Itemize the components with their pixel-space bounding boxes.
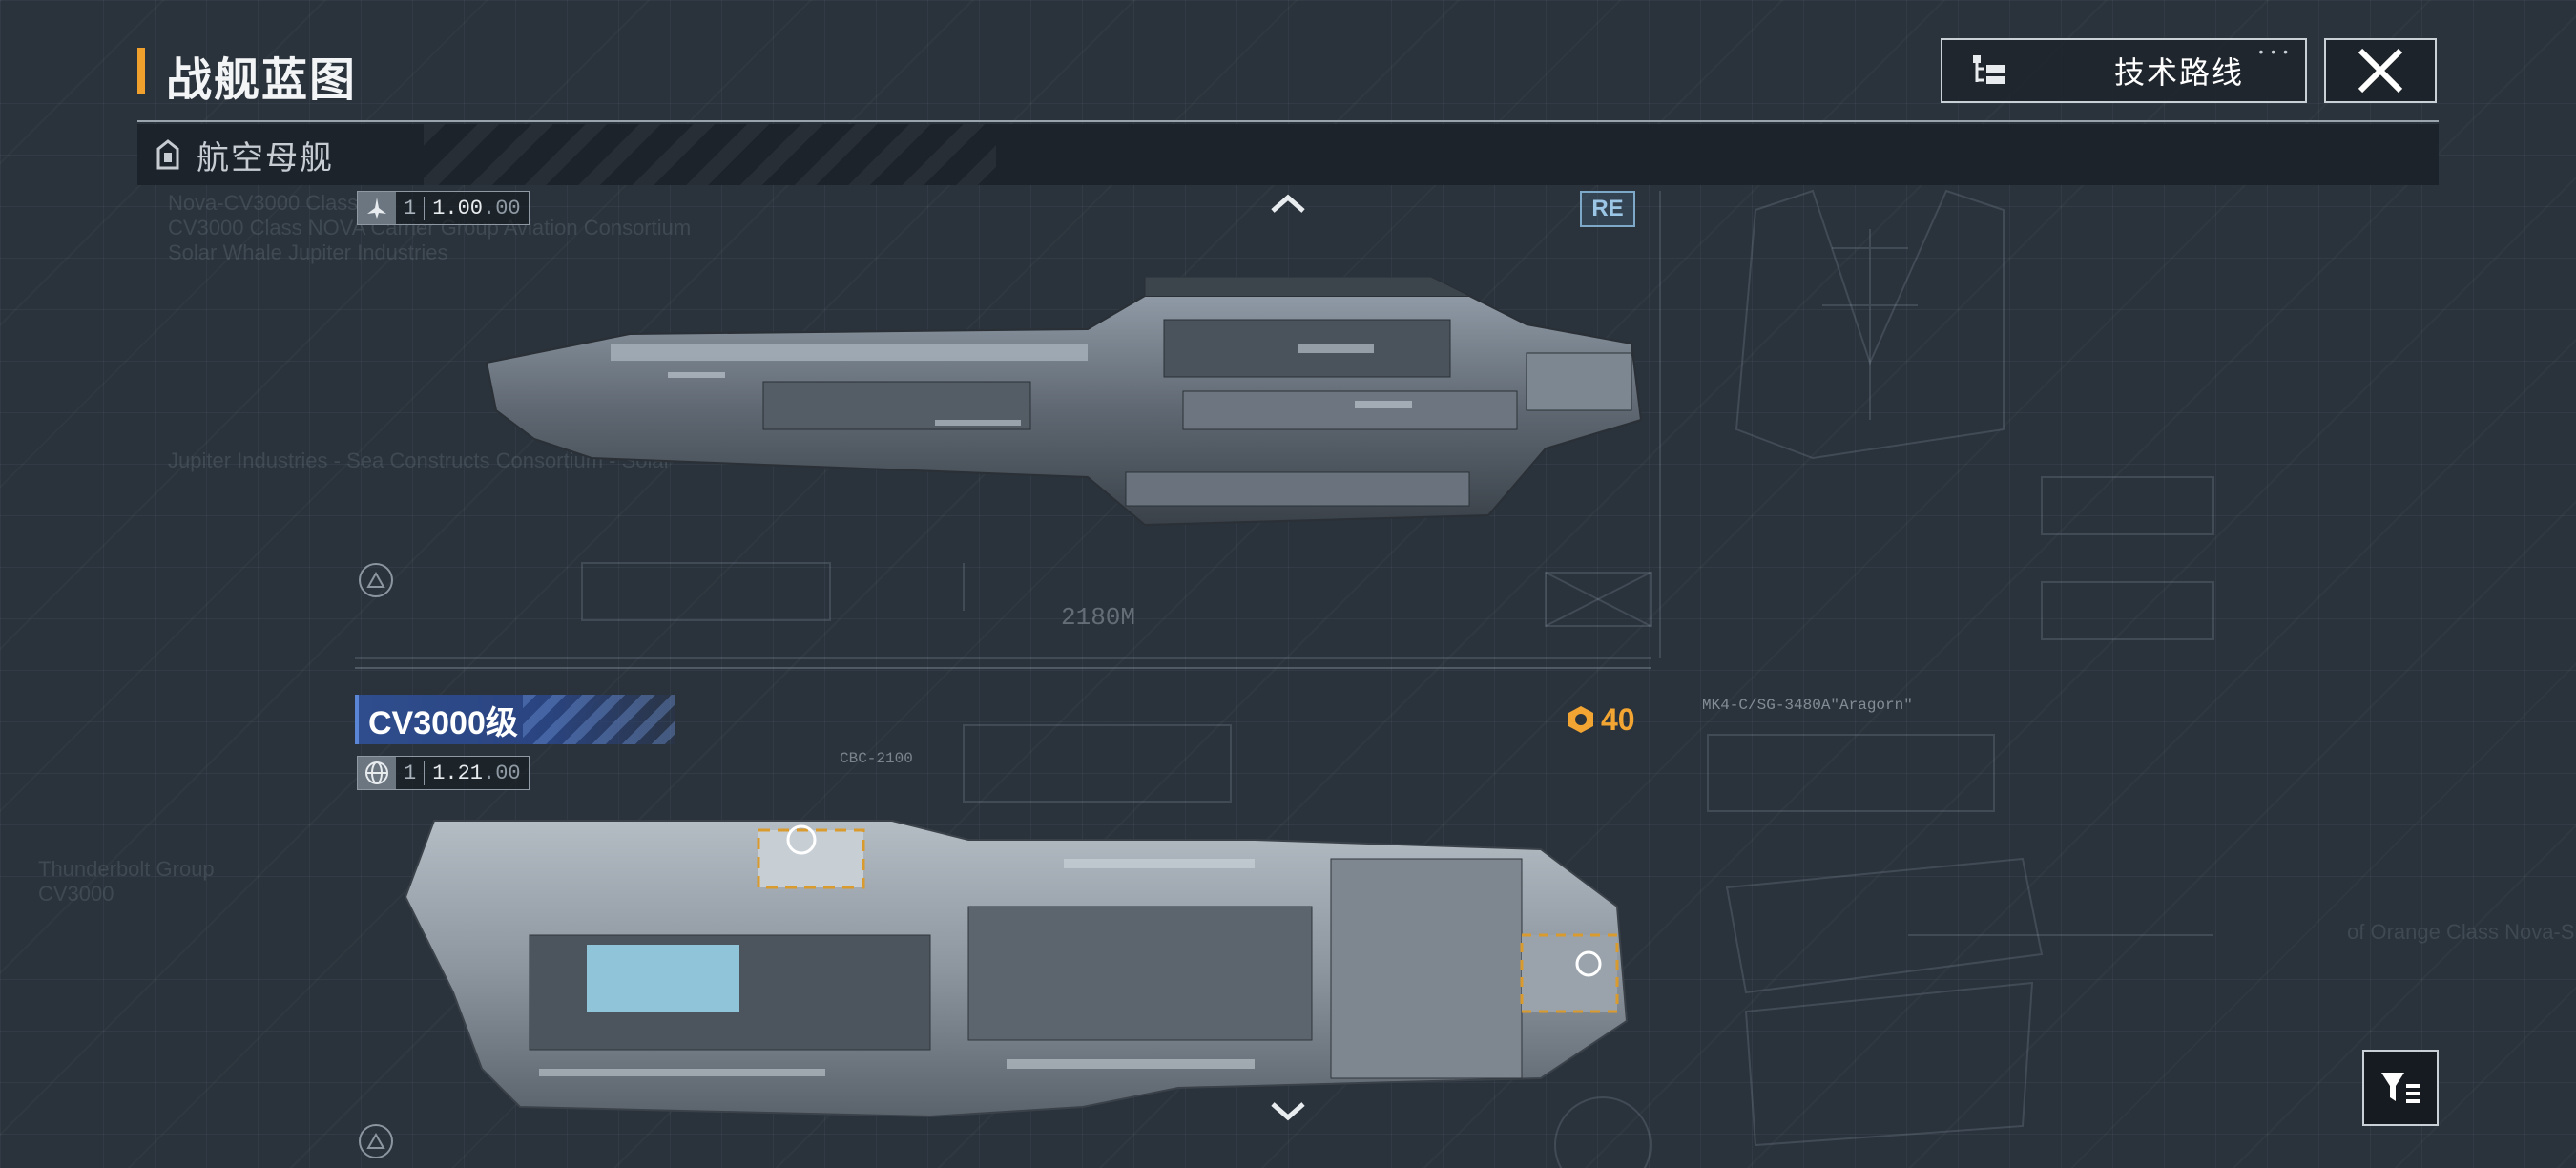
close-button[interactable] <box>2324 38 2437 103</box>
scroll-down-button[interactable] <box>1269 1097 1307 1126</box>
ship-2-tag-number: 1 <box>396 761 426 785</box>
category-label: 航空母舰 <box>197 139 334 177</box>
title-accent-bar <box>137 48 145 94</box>
tech-route-label: 技术路线 <box>2114 55 2245 90</box>
jet-icon <box>358 192 396 224</box>
carrier-class-icon <box>155 137 181 172</box>
tech-tree-icon <box>1962 42 2019 99</box>
ship-2-tag: 1 1.21.00 <box>357 756 530 790</box>
ship-1-tag-value: 1.00.00 <box>432 196 521 220</box>
ship-name: CV3000级 <box>368 704 518 741</box>
ship-model-code: MK4-C/SG-3480A"Aragorn" <box>1702 697 1913 714</box>
category-stripes <box>424 124 996 185</box>
ship-top-view <box>404 820 1629 1118</box>
ship-2-tag-value: 1.21.00 <box>432 761 521 785</box>
ghost-text: of Orange Class Nova-Ship <box>2347 920 2576 944</box>
ship-name-bar[interactable]: CV3000级 <box>355 695 675 744</box>
resource-icon <box>1565 703 1597 736</box>
ship-cost: 40 <box>1565 700 1635 739</box>
tech-route-button[interactable]: 技术路线 • • • <box>1941 38 2307 103</box>
header-divider <box>137 120 2439 122</box>
ship-side-view <box>485 277 1643 527</box>
filter-button[interactable] <box>2362 1050 2439 1126</box>
ship-dimension: 2180M <box>1061 603 1136 632</box>
ship-cbc-code: CBC-2100 <box>840 750 913 767</box>
corner-dots: • • • <box>2258 44 2290 59</box>
ship-cost-value: 40 <box>1601 701 1635 737</box>
triangle-marker-icon <box>359 1124 393 1158</box>
ship-1-tag-number: 1 <box>396 196 426 220</box>
close-icon <box>2357 47 2404 94</box>
page-title: 战舰蓝图 <box>166 55 358 106</box>
ship-name-stripes <box>523 695 675 744</box>
category-bar: 航空母舰 <box>137 124 2439 185</box>
filter-icon <box>2379 1069 2421 1107</box>
triangle-marker-icon <box>359 563 393 597</box>
chevron-up-icon <box>1269 192 1307 215</box>
chevron-down-icon <box>1269 1100 1307 1123</box>
ship-1-badge: RE <box>1580 191 1635 227</box>
globe-icon <box>358 757 396 789</box>
ship-1-tag: 1 1.00.00 <box>357 191 530 225</box>
scroll-up-button[interactable] <box>1269 189 1307 218</box>
